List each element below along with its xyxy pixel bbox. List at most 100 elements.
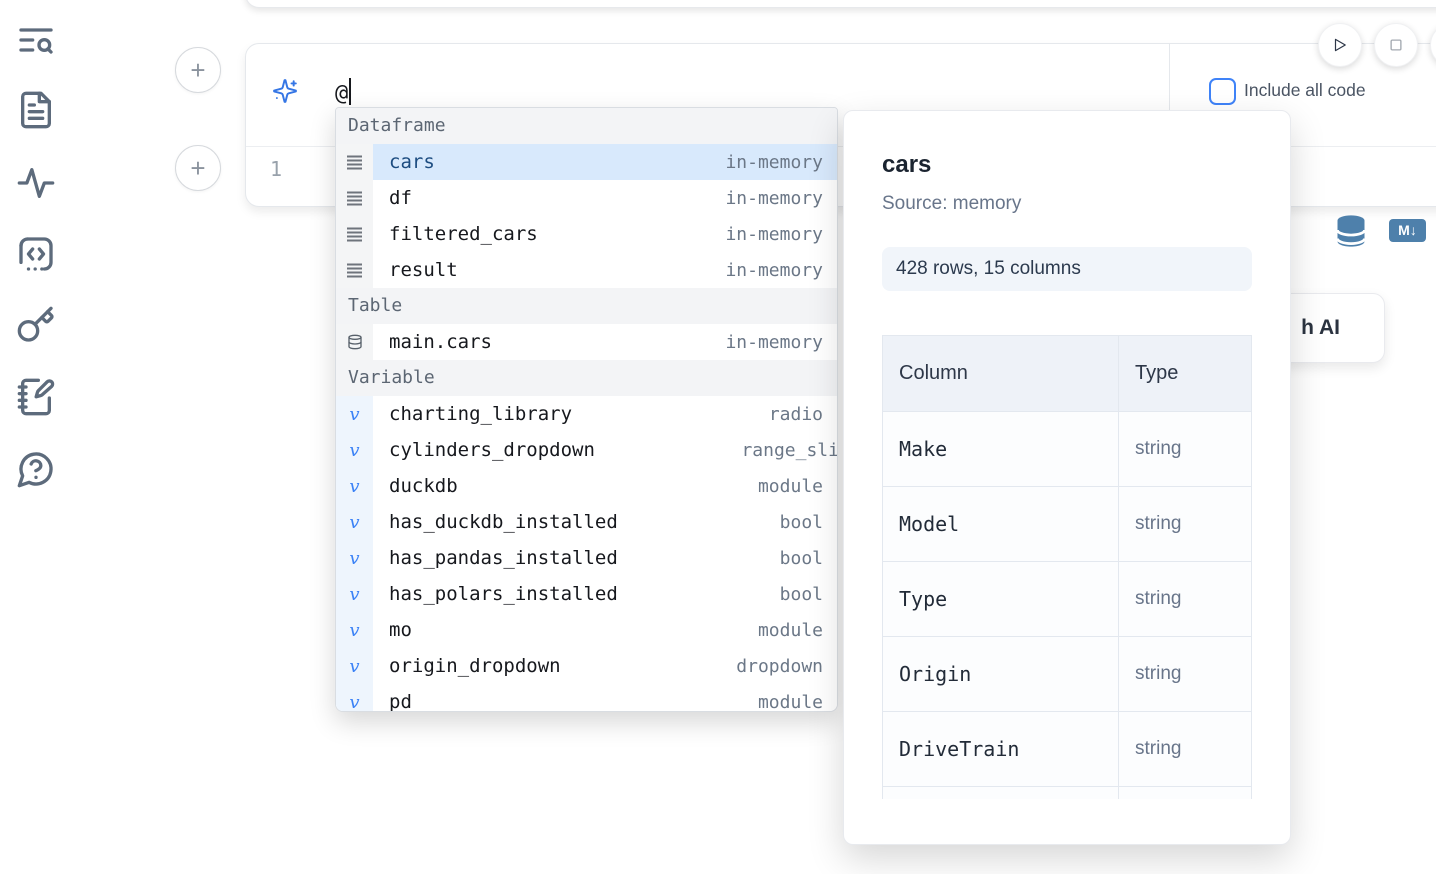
variable-v-icon: v xyxy=(336,612,373,648)
sparkles-ai-icon xyxy=(272,78,298,104)
completion-section-header: Dataframe xyxy=(336,108,837,144)
variable-v-icon: v xyxy=(336,648,373,684)
completion-item-detail: module xyxy=(757,475,823,497)
completion-item-label: origin_dropdown xyxy=(389,655,561,677)
completion-item-label: df xyxy=(389,187,412,209)
completion-item-label: has_pandas_installed xyxy=(389,547,618,569)
completion-item[interactable]: v has_duckdb_installed bool xyxy=(336,504,837,540)
column-type: string xyxy=(1135,738,1182,759)
notebook-pen-icon[interactable] xyxy=(16,377,56,417)
completion-item-label: result xyxy=(389,259,458,281)
completion-item-detail: radio xyxy=(768,403,823,425)
code-snippet-icon[interactable] xyxy=(16,234,56,274)
dataframe-preview-panel: cars Source: memory 428 rows, 15 columns… xyxy=(843,110,1291,845)
shape-badge: 428 rows, 15 columns xyxy=(882,247,1252,291)
add-cell-above-button[interactable]: + xyxy=(175,47,221,93)
completion-item-label: main.cars xyxy=(389,331,492,353)
completion-item-detail: in-memory xyxy=(725,331,823,353)
completion-item[interactable]: v has_pandas_installed bool xyxy=(336,540,837,576)
column-type: string xyxy=(1135,663,1182,684)
add-cell-below-button[interactable]: + xyxy=(175,145,221,191)
dataframe-rows-icon xyxy=(336,252,373,288)
schema-header-cell: Type xyxy=(1118,336,1251,411)
key-icon[interactable] xyxy=(16,305,56,345)
completion-item-label: pd xyxy=(389,691,412,712)
completion-item[interactable]: main.cars in-memory xyxy=(336,324,837,360)
variable-v-icon: v xyxy=(336,432,373,468)
schema-row: Make string xyxy=(883,412,1251,487)
column-name: Make xyxy=(899,437,948,461)
completion-item-label: has_duckdb_installed xyxy=(389,511,618,533)
play-icon xyxy=(1334,38,1346,52)
completion-item-detail: bool xyxy=(779,583,823,605)
completion-item-label: cars xyxy=(389,151,435,173)
schema-row: DriveTrain string xyxy=(883,712,1251,787)
column-name: Type xyxy=(899,587,948,611)
completion-item-detail: bool xyxy=(779,511,823,533)
completion-item-label: filtered_cars xyxy=(389,223,538,245)
completion-item-detail: range_sli xyxy=(741,439,838,461)
variable-v-icon: v xyxy=(336,540,373,576)
completion-section-header: Variable xyxy=(336,360,837,396)
line-number: 1 xyxy=(270,157,283,181)
preview-title: cars xyxy=(882,151,932,178)
completion-item-label: has_polars_installed xyxy=(389,583,618,605)
completion-item-label: charting_library xyxy=(389,403,573,425)
completion-item[interactable]: v charting_library radio xyxy=(336,396,837,432)
ai-prompt-input[interactable]: @ xyxy=(335,78,352,106)
help-chat-icon[interactable] xyxy=(16,449,56,489)
text-caret xyxy=(349,78,352,105)
completion-item-label: mo xyxy=(389,619,412,641)
column-type: string xyxy=(1135,438,1182,459)
column-name: DriveTrain xyxy=(899,737,1020,761)
database-cell-icon[interactable] xyxy=(1333,213,1369,249)
variable-v-icon: v xyxy=(336,396,373,432)
column-type: string xyxy=(1135,513,1182,534)
run-cell-button[interactable] xyxy=(1318,23,1362,67)
schema-row: Origin string xyxy=(883,637,1251,712)
completion-item-detail: bool xyxy=(779,547,823,569)
completion-item-detail: in-memory xyxy=(725,187,823,209)
completion-item[interactable]: df in-memory xyxy=(336,180,837,216)
prompt-divider xyxy=(1169,44,1170,146)
activity-icon[interactable] xyxy=(16,163,56,203)
schema-header-row: Column Type xyxy=(883,336,1251,412)
completion-item[interactable]: v cylinders_dropdown range_sli xyxy=(336,432,837,468)
dataframe-rows-icon xyxy=(336,180,373,216)
database-icon xyxy=(336,324,373,360)
stop-square-icon xyxy=(1390,39,1402,51)
include-all-code-checkbox[interactable] xyxy=(1209,78,1236,105)
ai-prompt-row[interactable]: @ Include all code xyxy=(246,44,1436,147)
variable-v-icon: v xyxy=(336,684,373,711)
completion-item[interactable]: result in-memory xyxy=(336,252,837,288)
schema-row-partial xyxy=(883,787,1251,799)
code-editor-row[interactable]: 1 M↓ xyxy=(246,147,1436,247)
completion-item-detail: in-memory xyxy=(725,259,823,281)
schema-header-cell: Column xyxy=(899,362,968,384)
completion-item-detail: module xyxy=(757,619,823,641)
completion-item-detail: dropdown xyxy=(736,655,823,677)
markdown-convert-icon[interactable]: M↓ xyxy=(1389,219,1426,242)
column-name: Origin xyxy=(899,662,972,686)
include-all-code-label: Include all code xyxy=(1244,80,1366,100)
completion-item-label: cylinders_dropdown xyxy=(389,439,595,461)
column-type: string xyxy=(1135,588,1182,609)
previous-cell-edge xyxy=(245,0,1436,8)
file-document-icon[interactable] xyxy=(16,90,56,130)
variable-v-icon: v xyxy=(336,504,373,540)
preview-source: Source: memory xyxy=(882,193,1022,214)
variable-v-icon: v xyxy=(336,468,373,504)
completion-item[interactable]: v origin_dropdown dropdown xyxy=(336,648,837,684)
stop-cell-button[interactable] xyxy=(1374,23,1418,67)
text-search-icon[interactable] xyxy=(16,20,56,60)
